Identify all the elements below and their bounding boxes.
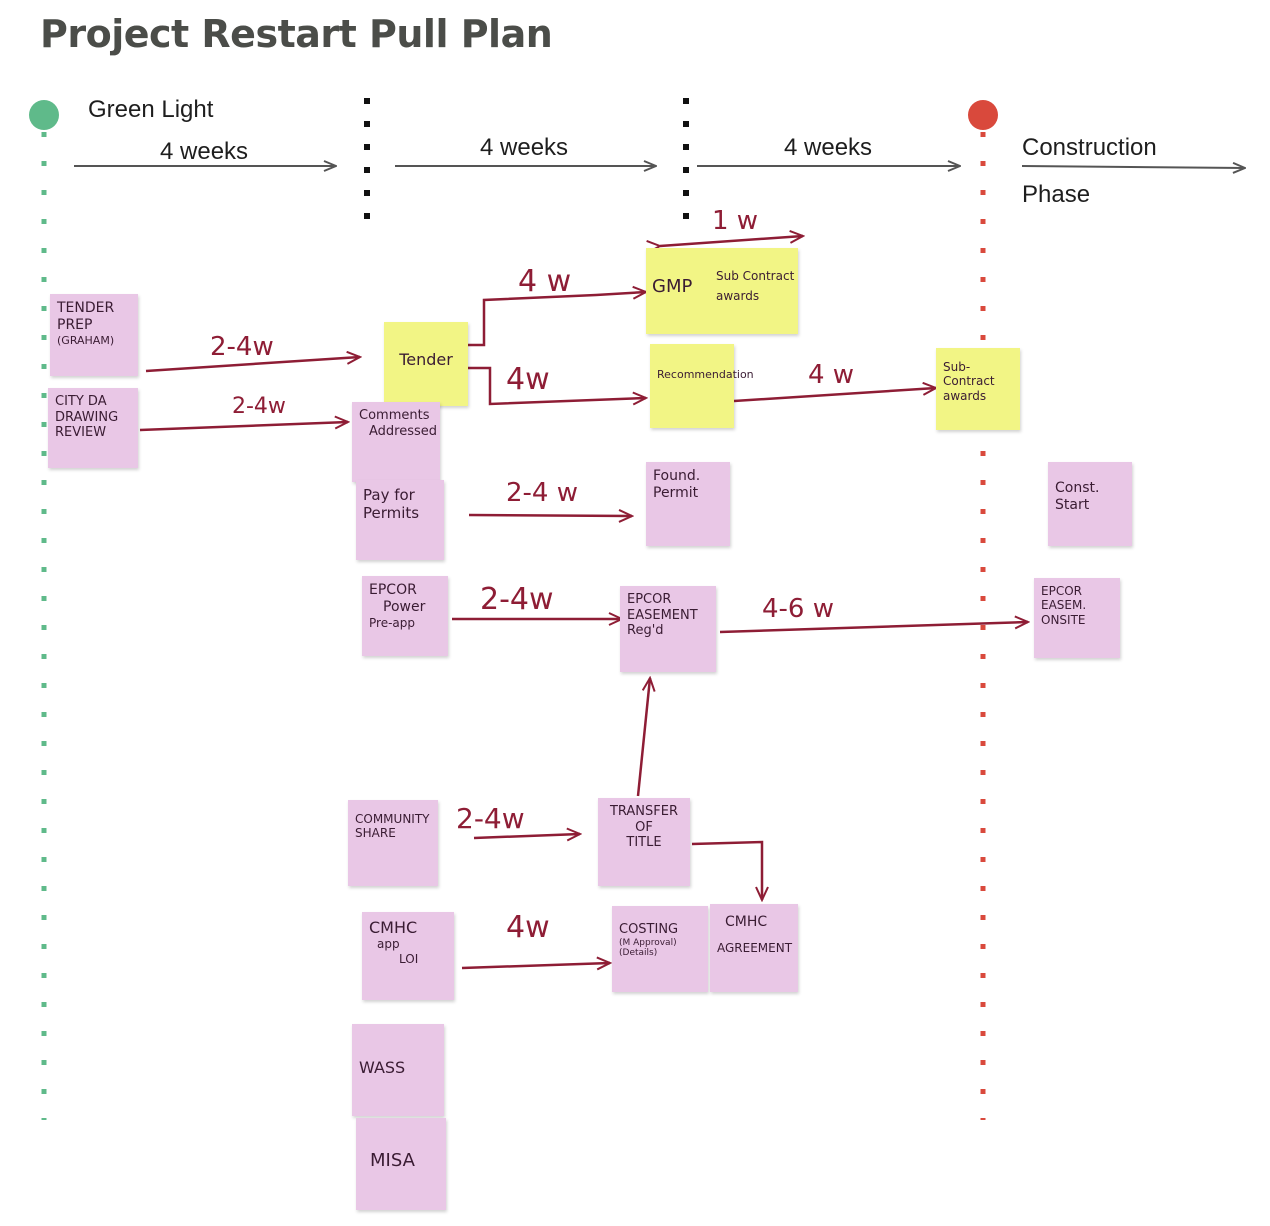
arrow-easement-onsite (719, 622, 1028, 634)
duration-recommendation-subcontract: 4 w (808, 360, 855, 390)
phase-label: Phase (1022, 181, 1091, 208)
duration-cmhc-costing: 4w (506, 910, 550, 945)
duration-power-easement: 2-4w (480, 582, 554, 617)
arrow-transfer-easement (636, 678, 650, 797)
arrow-tender-gmp (468, 292, 646, 347)
note-wass: WASS (352, 1024, 444, 1116)
arrow-tenderprep-tender (145, 357, 360, 373)
arrow-recommendation-subcontract (733, 388, 936, 403)
duration-label-3: 4 weeks (784, 134, 873, 161)
duration-gmp-span: 1 w (712, 206, 759, 236)
duration-permits-found: 2-4 w (506, 478, 578, 508)
gmp-label: GMP (652, 276, 693, 297)
gmp-span-arrow (660, 236, 803, 246)
duration-community-transfer: 2-4w (456, 802, 525, 835)
note-tender: Tender (384, 322, 468, 406)
green-light-milestone (29, 100, 59, 130)
construction-milestone (968, 100, 998, 130)
arrow-review-comments (139, 422, 348, 432)
note-found-permit: Found.Permit (646, 462, 730, 546)
duration-label-2: 4 weeks (480, 134, 569, 161)
arrow-community-transfer (473, 834, 580, 838)
page-title: Project Restart Pull Plan (40, 12, 553, 56)
green-light-label: Green Light (88, 96, 214, 123)
duration-easement-onsite: 4-6 w (762, 594, 834, 624)
duration-label-1: 4 weeks (160, 138, 249, 165)
note-misa: MISA (356, 1118, 446, 1210)
note-costing: COSTING(M Approval)(Details) (612, 906, 708, 992)
construction-label: Construction (1022, 134, 1157, 161)
arrow-tender-recommendation (468, 366, 646, 404)
arrow-transfer-cmhc-agreement (691, 840, 762, 900)
duration-tender-gmp: 4 w (518, 264, 572, 299)
note-const-start: Const.Start (1048, 462, 1132, 546)
duration-tenderprep-tender: 2-4w (210, 332, 274, 362)
duration-tender-recommendation: 4w (506, 362, 550, 397)
arrow-cmhc-costing (461, 963, 610, 968)
timeline-arrow-4 (1021, 166, 1245, 168)
arrow-permits-found (468, 515, 632, 516)
note-recommendation: Recommendation (650, 344, 754, 428)
duration-review-comments: 2-4w (232, 394, 286, 419)
